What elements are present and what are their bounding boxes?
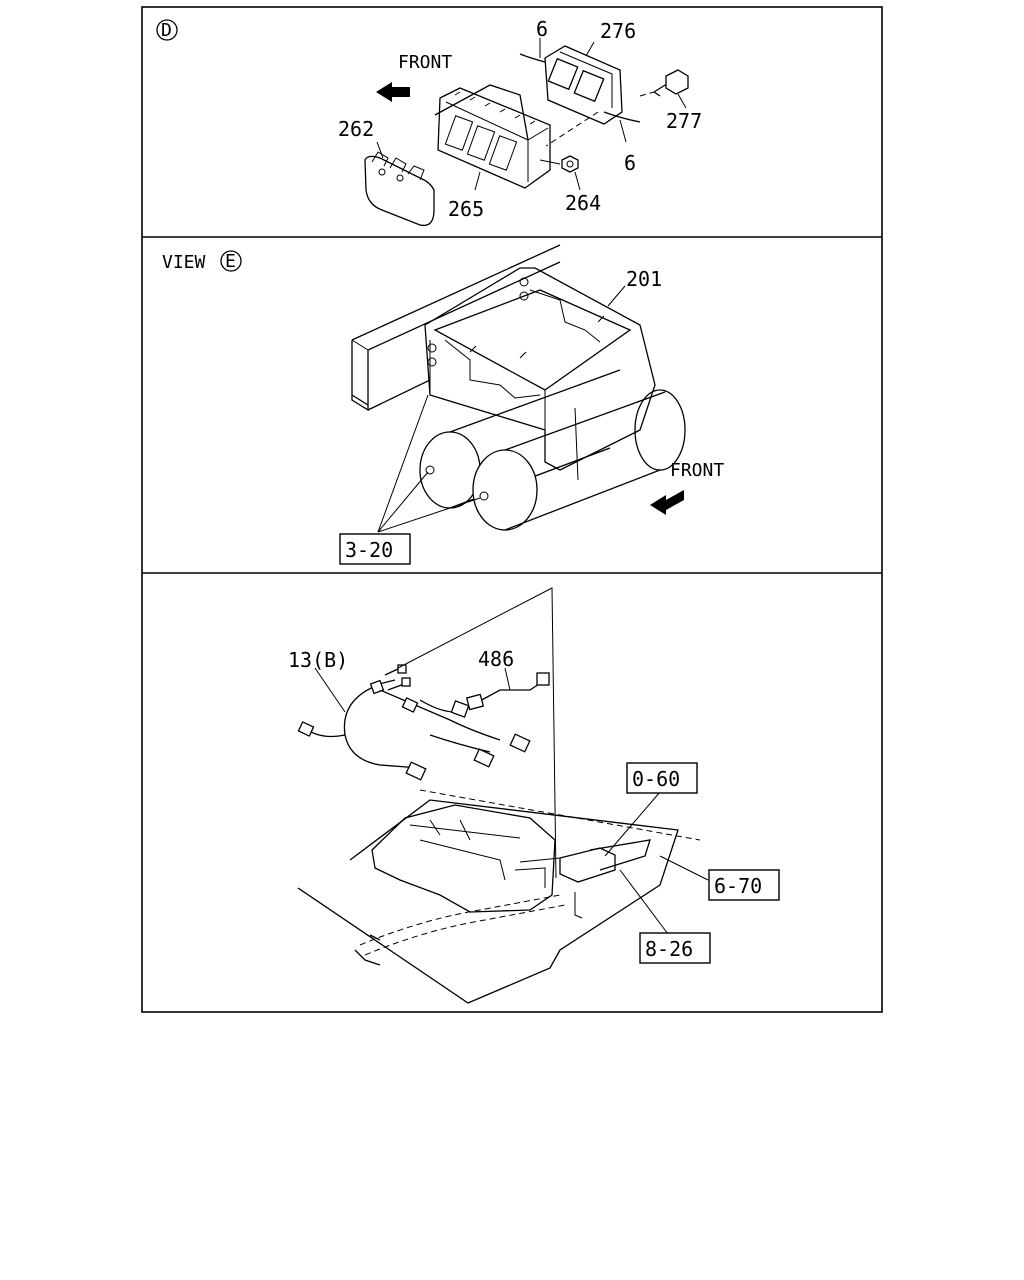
control-unit	[559, 847, 616, 883]
wire-6-top	[519, 53, 546, 63]
panel-d-marker-circle	[156, 19, 178, 41]
part-262-cover	[364, 155, 435, 227]
ref-box-0-60	[626, 762, 698, 794]
center-console-tunnel	[371, 804, 556, 913]
part-265-label: 265	[448, 197, 484, 221]
part-201-label: 201	[626, 267, 662, 291]
view-label: VIEW	[162, 252, 206, 273]
ref-box-6-70-label: 6-70	[714, 874, 762, 898]
air-tank-1	[419, 431, 481, 509]
ref-box-8-26	[639, 932, 711, 964]
ref-box-8-26-label: 8-26	[645, 937, 693, 961]
panel-e-marker-circle	[220, 250, 242, 272]
part-262-label: 262	[338, 117, 374, 141]
part-276-relay	[544, 45, 623, 125]
part-264-label: 264	[565, 191, 601, 215]
diagram-frame	[141, 6, 883, 1013]
wire-6-bottom	[603, 111, 641, 123]
ref-box-3-20	[339, 533, 411, 565]
panel-d: D FRONT 262 265 264 6	[156, 17, 702, 227]
part-201-bracket	[424, 267, 656, 471]
frame-rail	[351, 244, 561, 412]
ref-box-3-20-label: 3-20	[345, 538, 393, 562]
part-265-housing	[437, 87, 551, 189]
front-arrow-d	[376, 82, 410, 102]
front-arrow-e	[650, 490, 684, 515]
air-tank-2	[472, 449, 538, 531]
part-6-bottom-label: 6	[624, 151, 636, 175]
ref-box-6-70	[708, 869, 780, 901]
harness-13b	[304, 684, 501, 769]
panel-e-marker: E	[225, 251, 236, 272]
floor-panel	[297, 799, 679, 1004]
part-277-label: 277	[666, 109, 702, 133]
ref-box-0-60-label: 0-60	[632, 767, 680, 791]
part-276-label: 276	[600, 19, 636, 43]
part-6-top-label: 6	[536, 17, 548, 41]
part-13b-label: 13(B)	[288, 648, 348, 672]
panel-d-marker: D	[161, 20, 172, 41]
front-label-d: FRONT	[398, 52, 452, 73]
front-label-e: FRONT	[670, 460, 724, 481]
part-486-label: 486	[478, 647, 514, 671]
part-264-nut	[561, 155, 579, 173]
panel-e: VIEW E 201 3-20 FRO	[162, 244, 724, 565]
harness-486	[477, 679, 546, 703]
panel-harness: 13(B) 486 0-60 6-70 8-26	[288, 587, 780, 1004]
